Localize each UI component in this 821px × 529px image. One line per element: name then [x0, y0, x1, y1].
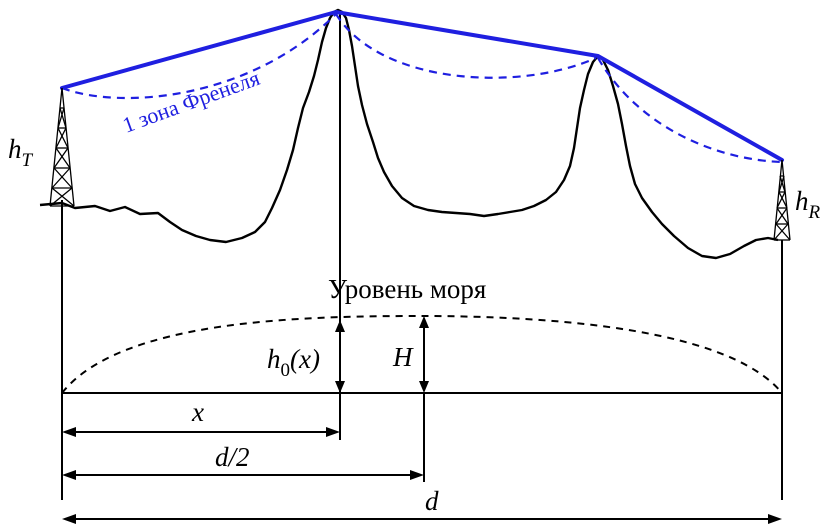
h0-arrow — [335, 320, 345, 393]
full-distance-dimension-arrow — [62, 514, 782, 524]
max-bulge-label: H — [392, 342, 414, 372]
receiver-height-label: hR — [795, 186, 821, 223]
fresnel-zone-segment-3 — [597, 57, 783, 164]
transmitter-height-label: hT — [8, 134, 34, 171]
x-dimension-arrow — [62, 427, 340, 437]
half-distance-label: d/2 — [215, 442, 250, 472]
line-of-sight — [60, 10, 784, 162]
fresnel-zone-segment-1 — [61, 13, 337, 100]
fresnel-zone-label: 1 зона Френеля — [119, 65, 263, 138]
transmitter-tower-icon — [49, 87, 75, 207]
max-bulge-arrow — [419, 316, 429, 393]
full-distance-label: d — [425, 486, 439, 516]
receiver-tower-icon — [773, 159, 791, 241]
fresnel-zone-segment-2 — [335, 13, 597, 79]
half-distance-dimension-arrow — [62, 470, 424, 480]
x-label: x — [191, 397, 204, 427]
terrain-profile — [39, 8, 779, 260]
h0-label: h0(x) — [267, 344, 320, 381]
sea-level-label: Уровень моря — [328, 274, 486, 304]
